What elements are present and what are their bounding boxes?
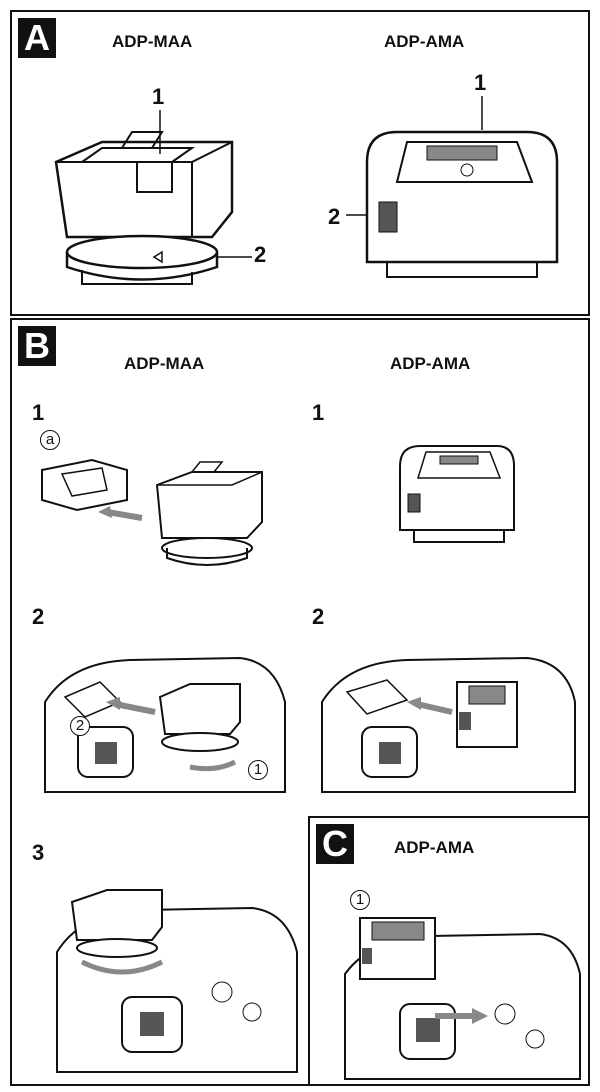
adp-ama-step1-illustration <box>399 445 515 543</box>
panel-b-badge: B <box>18 326 56 366</box>
panel-c-model: ADP-AMA <box>394 838 475 857</box>
panel-a-right-callout-1: 1 <box>474 70 487 95</box>
panel-b-left-step-2: 2 <box>32 604 45 629</box>
panel-b: B ADP-MAA ADP-AMA 1 1 2 2 a 2 1 <box>10 318 590 818</box>
panel-a-left-model: ADP-MAA <box>112 32 193 51</box>
panel-c-badge: C <box>316 824 354 864</box>
panel-b-step-3: 3 <box>10 816 310 1086</box>
panel-b-left-model: ADP-MAA <box>124 354 205 373</box>
panel-a-right-callout-2: 2 <box>328 204 341 229</box>
panel-b-right-step-2: 2 <box>312 604 325 629</box>
panel-b-left-step-1: 1 <box>32 400 45 425</box>
panel-a-left-callout-1: 1 <box>152 84 165 109</box>
panel-a: A ADP-MAA ADP-AMA 1 2 1 2 <box>10 10 590 316</box>
step2-marker-2: 2 <box>70 716 90 736</box>
adp-ama-camera-mount-illustration <box>321 656 576 793</box>
panel-b-right-model: ADP-AMA <box>390 354 471 373</box>
adp-ama-release-illustration <box>344 917 581 1080</box>
panel-b-right-step-1: 1 <box>312 400 325 425</box>
panel-a-right-model: ADP-AMA <box>384 32 465 51</box>
panel-c: C ADP-AMA 1 <box>308 816 590 1086</box>
cap-marker: a <box>40 430 60 450</box>
adp-maa-lock-illustration <box>56 889 298 1073</box>
adp-maa-cap-removal-illustration <box>41 458 263 566</box>
panel-a-left-callout-2: 2 <box>254 242 267 267</box>
panel-a-badge: A <box>18 18 56 58</box>
adp-maa-camera-mount-illustration <box>44 656 286 793</box>
panel-c-marker: 1 <box>350 890 370 910</box>
panel-b-left-step-3: 3 <box>32 840 45 865</box>
adp-ama-adapter-illustration <box>365 130 559 278</box>
adp-maa-adapter-illustration <box>54 131 234 285</box>
step2-marker-1: 1 <box>248 760 268 780</box>
